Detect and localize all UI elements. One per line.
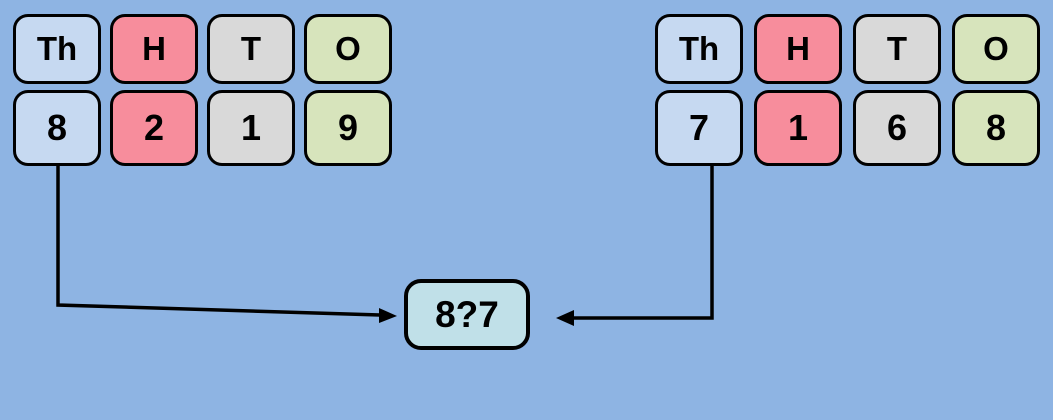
left-header-ones: O bbox=[304, 14, 392, 84]
right-digit-ones: 8 bbox=[952, 90, 1040, 166]
left-digit-tens: 1 bbox=[207, 90, 295, 166]
right-thousands-arrow bbox=[556, 166, 714, 326]
left-digit-ones: 9 bbox=[304, 90, 392, 166]
right-header-tens: T bbox=[853, 14, 941, 84]
right-digit-tens: 6 bbox=[853, 90, 941, 166]
left-header-tens: T bbox=[207, 14, 295, 84]
right-header-thousands: Th bbox=[655, 14, 743, 84]
left-digit-hundreds: 2 bbox=[110, 90, 198, 166]
right-digit-hundreds: 1 bbox=[754, 90, 842, 166]
left-place-value-table: Th H T O 8 2 1 9 bbox=[13, 14, 392, 166]
left-header-hundreds: H bbox=[110, 14, 198, 84]
left-header-thousands: Th bbox=[13, 14, 101, 84]
comparison-box: 8?7 bbox=[404, 279, 530, 350]
right-place-value-table: Th H T O 7 1 6 8 bbox=[655, 14, 1040, 166]
right-header-hundreds: H bbox=[754, 14, 842, 84]
left-thousands-arrow bbox=[56, 166, 397, 323]
left-digit-thousands: 8 bbox=[13, 90, 101, 166]
right-header-ones: O bbox=[952, 14, 1040, 84]
right-digit-thousands: 7 bbox=[655, 90, 743, 166]
